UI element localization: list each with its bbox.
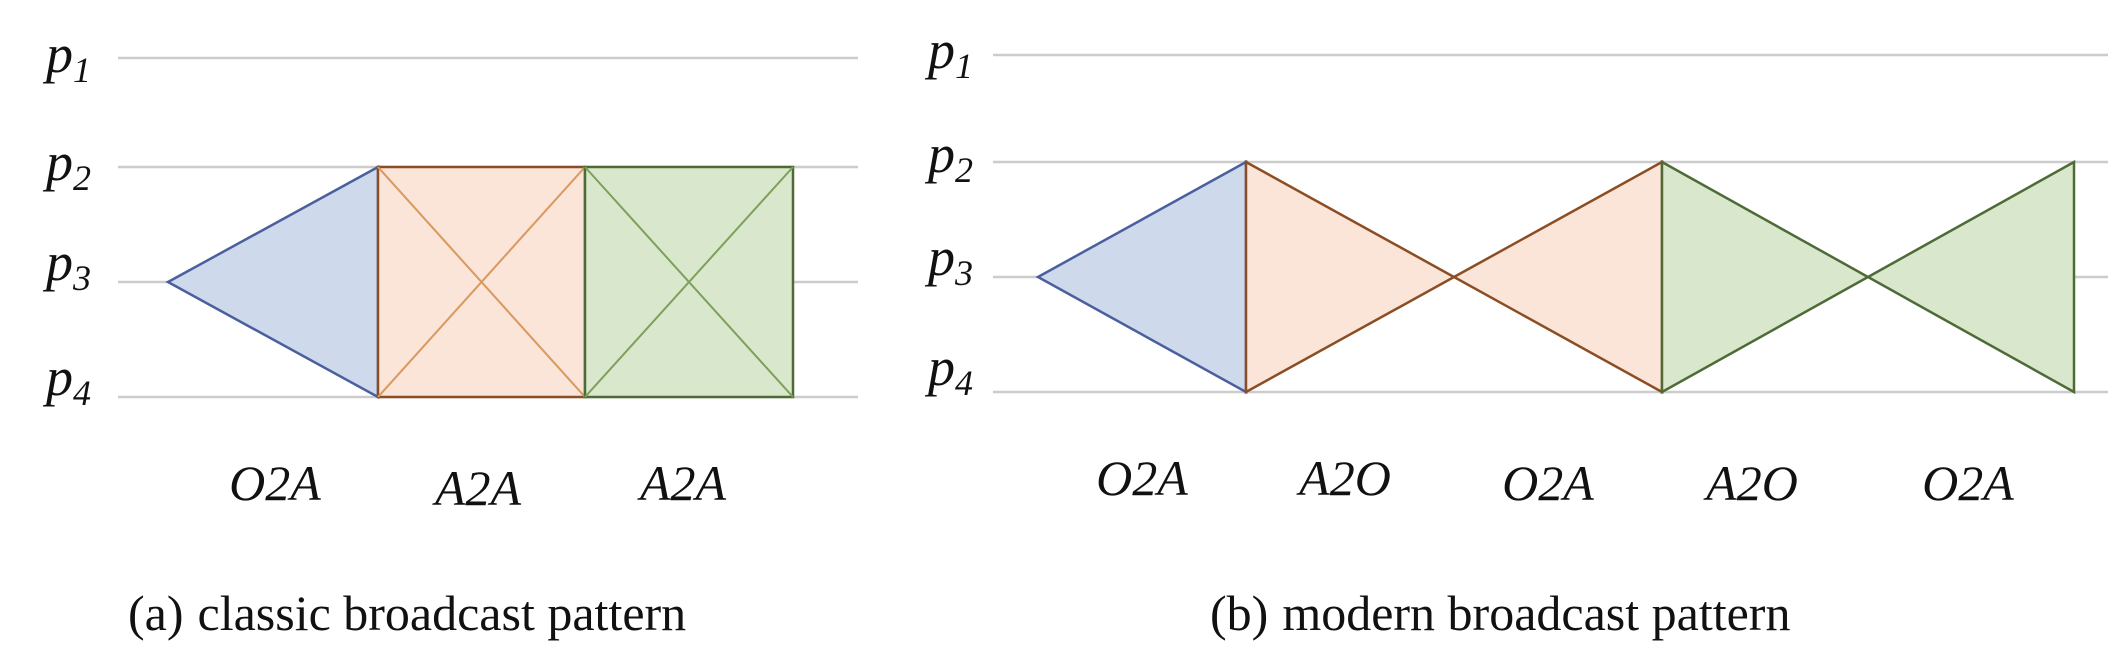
operation-label: O2A [1096, 450, 1188, 506]
o2a-triangle [165, 164, 380, 400]
panel-a-caption: (a)classic broadcast pattern [128, 585, 686, 641]
process-label-p1: p1 [924, 20, 973, 86]
a2o-triangle [1244, 159, 1457, 395]
process-label-p2: p2 [42, 132, 91, 198]
operation-label: O2A [1502, 455, 1594, 511]
panel-a: p1 p2 p3 p4 O2A A2A A2A (a)classic broad… [42, 24, 858, 641]
operation-label: A2O [1703, 455, 1798, 511]
process-label-p4: p4 [924, 337, 973, 403]
process-label-p4: p4 [42, 347, 91, 413]
operation-label: A2A [432, 460, 522, 516]
process-label-p3: p3 [42, 232, 91, 298]
operation-label: O2A [1922, 455, 2014, 511]
process-label-p2: p2 [924, 124, 973, 190]
a2a-box-2 [583, 165, 795, 399]
process-label-p1: p1 [42, 24, 91, 90]
o2a-triangle [1865, 159, 2076, 395]
a2a-box-1 [376, 165, 587, 399]
process-label-p3: p3 [924, 227, 973, 293]
a2o-triangle [1660, 159, 1871, 395]
panel-b: p1 p2 p3 p4 O2A A2O O2A A2O O2A (b)moder… [924, 20, 2108, 641]
operation-label: O2A [229, 455, 321, 511]
panel-b-caption: (b)modern broadcast pattern [1210, 585, 1790, 641]
operation-label: A2A [637, 455, 727, 511]
o2a-triangle [1035, 159, 1248, 395]
o2a-triangle [1451, 159, 1664, 395]
operation-label: A2O [1296, 450, 1391, 506]
